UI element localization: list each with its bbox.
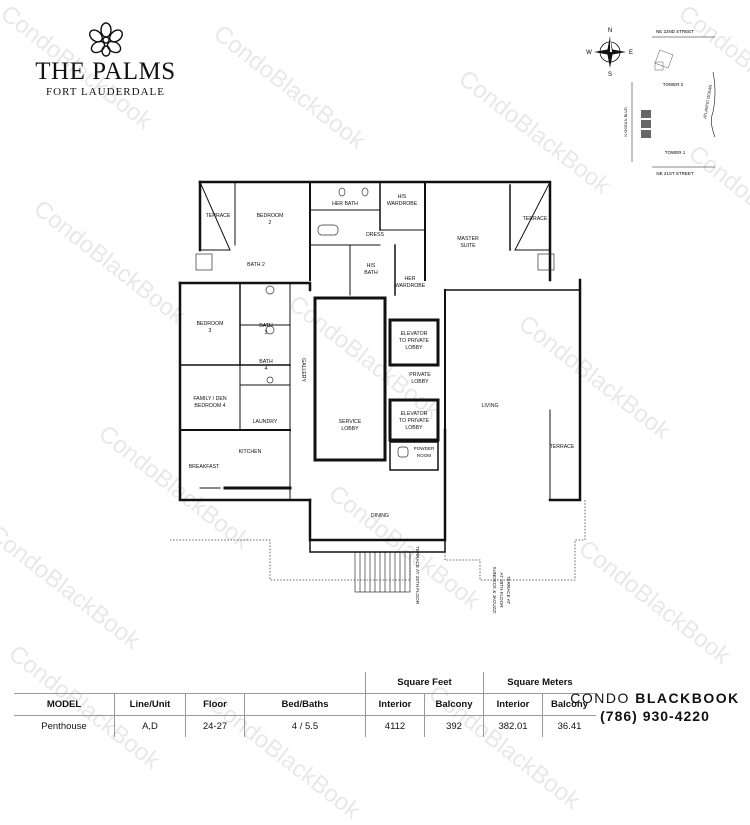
room-label: DINING — [371, 513, 389, 519]
compass-rose-icon: N E S W — [586, 28, 633, 78]
room-label: MASTER — [457, 236, 479, 242]
group-header-sqft: Square Feet — [365, 672, 484, 694]
compass-e: E — [629, 50, 633, 56]
cell-line-unit: A,D — [114, 715, 186, 737]
brand-bold-text: BLACKBOOK — [635, 690, 740, 706]
brand-title: THE PALMS — [35, 58, 176, 85]
room-label: TERRACE — [523, 216, 548, 222]
tower-1-footprint — [641, 110, 651, 138]
room-label: TERRACE — [550, 444, 575, 450]
room-label: BATH 2 — [247, 262, 265, 268]
tower-2-footprint — [654, 49, 674, 71]
room-label: GALLERY — [300, 358, 306, 382]
room-label: BEDROOM 4 — [194, 403, 225, 409]
room-label: BATH — [259, 359, 273, 365]
room-label: HER — [405, 276, 416, 282]
room-label: DRESS — [366, 232, 384, 238]
cell-bed-baths: 4 / 5.5 — [244, 715, 366, 737]
room-label: TO PRIVATE — [399, 418, 430, 424]
table-row: Penthouse A,D 24-27 4 / 5.5 4112 392 382… — [14, 715, 596, 737]
tower-1-label: TOWER 1 — [665, 150, 686, 155]
site-locator-map: N E S W NE 22ND STREET NE 21ST STREET N … — [586, 28, 716, 176]
brand-subtitle: FORT LAUDERDALE — [46, 86, 165, 98]
room-label: FAMILY / DEN — [193, 396, 226, 402]
compass-n: N — [608, 28, 612, 34]
room-label: LOBBY — [405, 345, 423, 351]
palm-logo-icon — [88, 22, 123, 57]
col-model: MODEL — [14, 693, 115, 716]
street-ne22: NE 22ND STREET — [656, 29, 694, 34]
brand-block: THE PALMS FORT LAUDERDALE — [18, 22, 193, 98]
room-label: BATH — [259, 323, 273, 329]
room-label: PRIVATE — [409, 372, 431, 378]
watermark: CondoBlackBook — [28, 195, 191, 330]
room-label: 3 — [209, 328, 212, 334]
phone-number[interactable]: (786) 930-4220 — [600, 708, 710, 724]
col-bed-baths: Bed/Baths — [244, 693, 366, 716]
room-label: BEDROOM — [197, 321, 224, 327]
group-header-sqm: Square Meters — [483, 672, 596, 694]
compass-w: W — [586, 50, 592, 56]
condo-blackbook-logo: CONDO BLACKBOOK — [570, 690, 740, 706]
room-label: TERRACE — [206, 213, 231, 219]
room-label: KITCHEN — [239, 449, 262, 455]
cell-floor: 24-27 — [185, 715, 245, 737]
room-label: POWDER — [414, 446, 435, 451]
floor-plan: TERRACE BEDROOM 2 HER BATH HIS WARDROBE … — [170, 180, 586, 613]
fixtures — [195, 187, 555, 458]
col-interior-m: Interior — [483, 693, 543, 716]
col-balcony-m: Balcony — [542, 693, 596, 716]
col-floor: Floor — [185, 693, 245, 716]
room-labels: TERRACE BEDROOM 2 HER BATH HIS WARDROBE … — [189, 194, 575, 613]
room-label: BREAKFAST — [189, 464, 220, 470]
room-label: LIVING — [481, 403, 498, 409]
street-ocean-blvd: N OCEAN BLVD — [623, 107, 628, 137]
room-label: HIS — [398, 194, 407, 200]
room-label: BATH — [364, 270, 378, 276]
brand-light-text: CONDO — [570, 690, 630, 706]
street-ne21: NE 21ST STREET — [656, 171, 693, 176]
room-label: 4 — [265, 366, 268, 372]
watermark: CondoBlackBook — [0, 520, 146, 655]
room-label: SERVICE — [339, 419, 362, 425]
room-label: ELEVATOR — [401, 411, 428, 417]
room-label: ELEVATOR — [401, 331, 428, 337]
room-label: 3 — [265, 330, 268, 336]
room-label: TO PRIVATE — [399, 338, 430, 344]
unit-specs-table: Square Feet Square Meters MODEL Line/Uni… — [14, 672, 596, 737]
col-balcony: Balcony — [424, 693, 484, 716]
col-line-unit: Line/Unit — [114, 693, 186, 716]
room-label: SUITE — [460, 243, 476, 249]
atlantic-ocean: ATLANTIC OCEAN — [702, 84, 713, 119]
contact-block: CONDO BLACKBOOK (786) 930-4220 — [570, 690, 740, 724]
room-label: TERRACE AT 28TH FLOOR — [415, 546, 420, 605]
room-label: AT 28TH FLOOR — [499, 572, 504, 608]
room-label: 2 — [269, 220, 272, 226]
watermark: CondoBlackBook — [208, 20, 371, 155]
room-label: LOBBY — [411, 379, 429, 385]
room-label: HIS — [367, 263, 376, 269]
room-label: BEDROOM — [257, 213, 284, 219]
room-label: ROOM — [417, 453, 431, 458]
room-label: HER BATH — [332, 201, 358, 207]
room-label: WARDROBE — [395, 283, 426, 289]
room-label: TERRACE AT — [506, 576, 511, 605]
room-label: SUNDECK & JACUZZI — [492, 567, 497, 614]
cell-balcony-m: 36.41 — [542, 715, 596, 737]
room-label: WARDROBE — [387, 201, 418, 207]
room-label: LOBBY — [341, 426, 359, 432]
tower-2-label: TOWER 2 — [663, 82, 684, 87]
room-label: LOBBY — [405, 425, 423, 431]
room-label: LAUNDRY — [253, 419, 278, 425]
col-interior: Interior — [365, 693, 425, 716]
compass-s: S — [608, 72, 612, 78]
cell-interior-m: 382.01 — [483, 715, 543, 737]
watermark: CondoBlackBook — [573, 535, 736, 670]
cell-interior: 4112 — [365, 715, 425, 737]
cell-model: Penthouse — [41, 721, 87, 732]
cell-balcony: 392 — [424, 715, 484, 737]
